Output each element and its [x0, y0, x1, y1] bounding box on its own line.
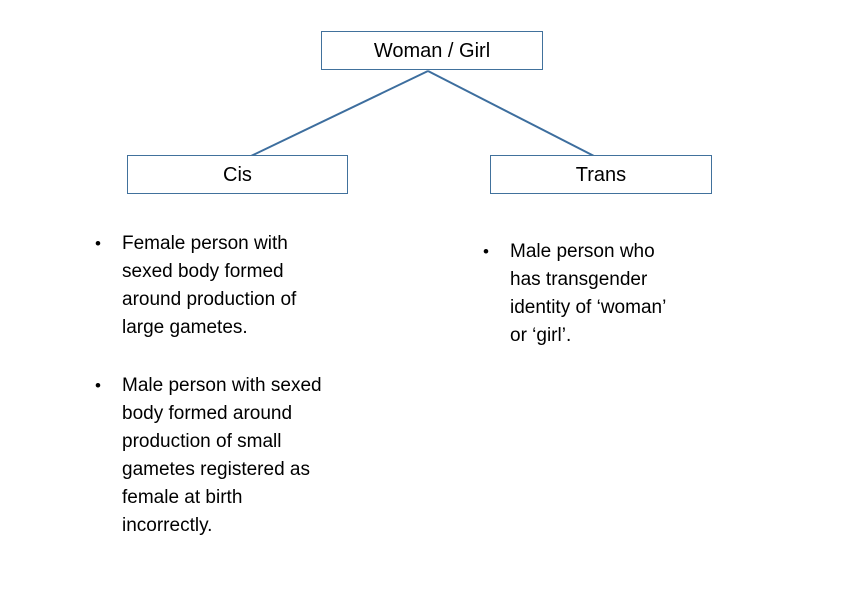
- list-item: • Female person with sexed body formed a…: [95, 230, 385, 342]
- list-item: • Male person who has transgender identi…: [483, 238, 743, 350]
- bullet-icon: •: [95, 376, 101, 395]
- cis-bullet-1-text: Female person with sexed body formed aro…: [122, 233, 297, 338]
- cis-bullet-list: • Female person with sexed body formed a…: [95, 230, 385, 540]
- bullet-icon: •: [95, 234, 101, 253]
- node-trans: Trans: [490, 155, 712, 194]
- node-cis: Cis: [127, 155, 348, 194]
- list-item: • Male person with sexed body formed aro…: [95, 372, 385, 540]
- trans-bullet-list: • Male person who has transgender identi…: [483, 238, 743, 350]
- node-woman-girl: Woman / Girl: [321, 31, 543, 70]
- node-cis-label: Cis: [223, 163, 252, 186]
- bullet-icon: •: [483, 242, 489, 261]
- connector-root-to-cis: [250, 70, 429, 157]
- connector-root-to-trans: [427, 70, 595, 157]
- node-woman-girl-label: Woman / Girl: [373, 39, 491, 62]
- trans-bullet-1-text: Male person who has transgender identity…: [510, 241, 667, 346]
- cis-bullet-2-text: Male person with sexed body formed aroun…: [122, 375, 322, 536]
- node-trans-label: Trans: [575, 163, 627, 186]
